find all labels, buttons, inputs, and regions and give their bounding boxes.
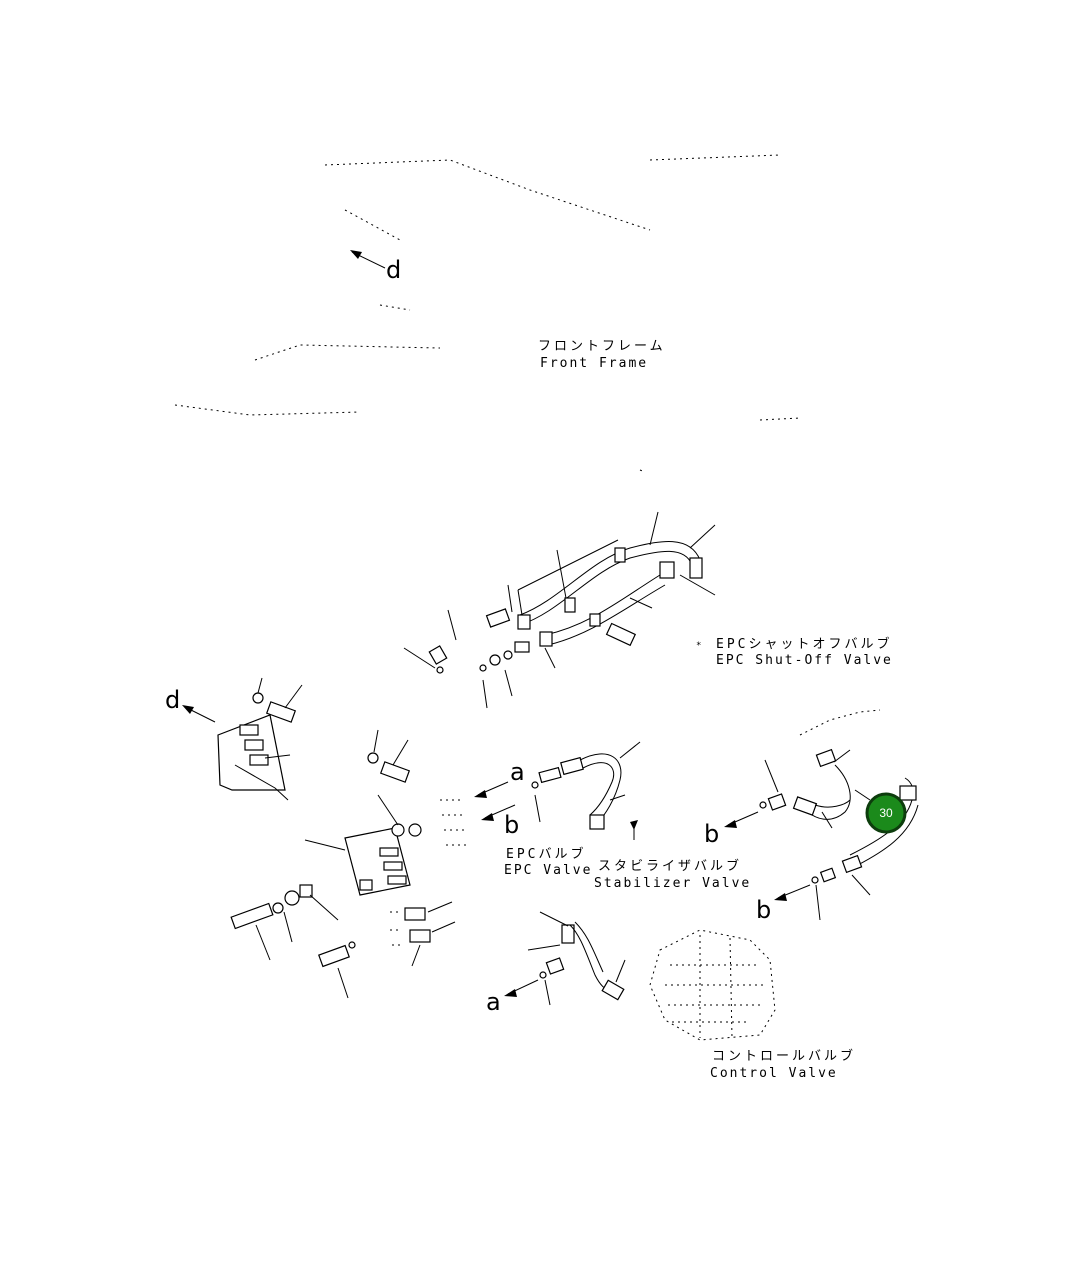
ref-arrow-d-left: d <box>165 686 216 723</box>
control-valve-label-ja: コントロールバルブ <box>712 1048 856 1064</box>
ref-letter-d: d <box>386 256 401 284</box>
bottom-hose <box>527 911 626 1006</box>
right-hose-assembly <box>759 709 919 921</box>
upper-pipe-assembly <box>403 511 716 709</box>
svg-text:*: * <box>696 641 701 651</box>
control-valve-body <box>649 929 776 1041</box>
front-frame-label-ja: フロントフレーム <box>538 339 666 354</box>
callout-30-circle[interactable] <box>865 792 907 834</box>
ref-letter-b-right-upper: b <box>704 820 719 848</box>
ref-letter-b-mid: b <box>504 811 519 839</box>
stabilizer-label-ja: スタビライザバルブ <box>598 858 742 874</box>
callout-leader <box>854 789 871 801</box>
callout-30-number[interactable]: 30 <box>879 806 893 820</box>
stabilizer-label-en: Stabilizer Valve <box>594 876 751 891</box>
ref-letter-b-right-lower: b <box>756 896 771 924</box>
epc-shutoff-valve-label: * EPCシャットオフバルブ EPC Shut-Off Valve <box>696 636 893 668</box>
callout-30-marker[interactable]: 30 <box>865 792 907 834</box>
ref-letter-a-mid: a <box>510 758 525 786</box>
epc-lower-fittings <box>390 901 456 967</box>
control-valve-label-en: Control Valve <box>710 1066 838 1081</box>
ref-arrow-d-top: d <box>350 250 401 284</box>
front-frame-outline <box>174 154 801 473</box>
ref-arrow-b-mid: b <box>481 804 519 839</box>
ref-letter-d-left: d <box>165 686 180 714</box>
ref-arrow-a-mid: a <box>474 758 525 798</box>
epc-valve-block <box>230 729 422 999</box>
stabilizer-valve-label: スタビライザバルブ Stabilizer Valve <box>594 858 751 891</box>
stabilizer-hose <box>531 741 641 840</box>
ref-letter-a-bottom: a <box>486 988 501 1016</box>
epc-shutoff-label-ja: EPCシャットオフバルブ <box>716 636 892 652</box>
ref-arrow-b-right-upper: b <box>704 811 759 848</box>
front-frame-label-en: Front Frame <box>540 356 648 371</box>
epc-shutoff-label-en: EPC Shut-Off Valve <box>716 653 893 668</box>
front-frame-label: フロントフレーム Front Frame <box>538 339 666 371</box>
control-valve-label: コントロールバルブ Control Valve <box>710 1048 856 1081</box>
ref-arrow-b-right-lower: b <box>756 884 811 924</box>
epc-valve-label-en: EPC Valve <box>504 863 592 878</box>
epc-valve-label: EPCバルブ EPC Valve <box>504 846 592 878</box>
dotted-guides <box>440 799 466 846</box>
left-bracket <box>217 677 303 801</box>
epc-valve-label-ja: EPCバルブ <box>506 846 586 862</box>
ref-arrow-a-bottom: a <box>486 979 539 1016</box>
